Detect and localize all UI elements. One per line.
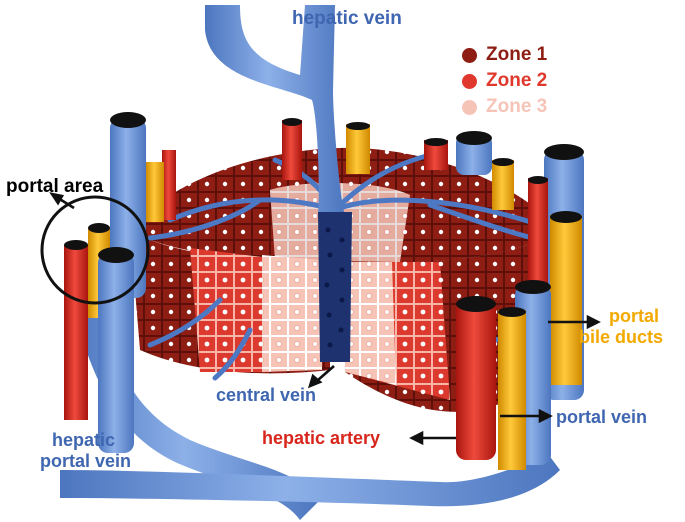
- legend-item-zone-1: Zone 1: [462, 44, 547, 66]
- central-vein-pores: [324, 227, 345, 348]
- hepatic-portal-vein-line1: hepatic: [52, 430, 116, 450]
- portal-triad-right: [456, 144, 584, 470]
- hepatic-portal-vein-line2: portal vein: [40, 450, 132, 471]
- central-vein-label: central vein: [216, 385, 317, 405]
- hepatic-portal-vein-trunk: [60, 450, 560, 507]
- legend-item-zone-2: Zone 2: [462, 70, 547, 92]
- legend-item-zone-3: Zone 3: [462, 96, 547, 118]
- lobule-left-zone2: [190, 248, 270, 372]
- hepatic-vein-vessel: [205, 5, 345, 215]
- portal-bile-ducts-label: portal bile ducts: [579, 306, 663, 347]
- hepatic-artery-label: hepatic artery: [262, 428, 381, 448]
- legend-swatch: [462, 47, 477, 63]
- portal-triad-top: [282, 118, 514, 210]
- portal-area-label: portal area: [6, 176, 104, 197]
- portal-bile-ducts-line2: bile ducts: [579, 326, 664, 347]
- portal-vein-label: portal vein: [556, 407, 648, 427]
- hepatic-portal-vein-vessel: [72, 300, 320, 520]
- hepatic-vein-label: hepatic vein: [292, 8, 402, 29]
- portal-area-outline: [40, 195, 150, 305]
- portal-bile-ducts-line1: portal: [609, 306, 660, 326]
- legend-swatch: [462, 73, 477, 89]
- label-arrows: [49, 192, 601, 446]
- legend-swatch: [462, 99, 477, 115]
- hepatic-portal-vein-label: hepatic portal vein: [40, 430, 131, 471]
- central-vein: [318, 212, 352, 362]
- legend-label: Zone 3: [486, 96, 548, 117]
- lobule-right-zone3: [345, 262, 396, 385]
- legend-label: Zone 1: [486, 44, 548, 65]
- lobule-left-zone3: [262, 255, 322, 372]
- legend-label: Zone 2: [486, 70, 548, 91]
